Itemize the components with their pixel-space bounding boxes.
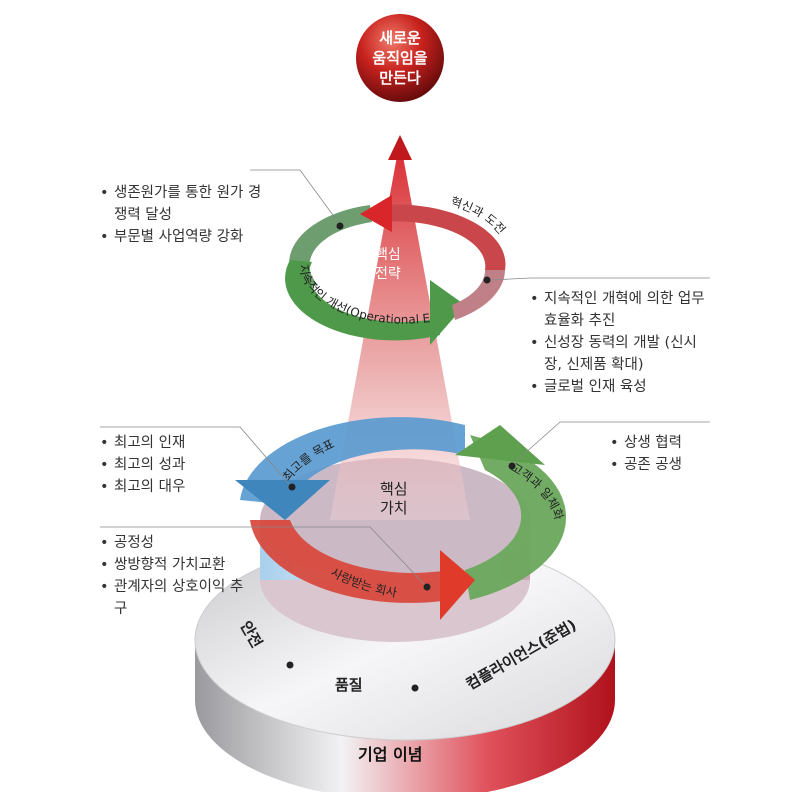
base-item-quality: 품질 [335, 676, 363, 694]
goal-sphere [356, 14, 444, 102]
note-item: 최고의 성과 [100, 454, 250, 476]
label-line: 전략 [375, 266, 401, 282]
note-item: 관계자의 상호이익 추구 [100, 576, 250, 620]
strategy-notes-left: 생존원가를 통한 원가 경쟁력 달성 부문별 사업역량 강화 [100, 182, 270, 248]
top-goal: 새로운 움직임을 만든다 [350, 28, 450, 88]
note-item: 신성장 동력의 개발 (신시장, 신제품 확대) [530, 332, 710, 376]
strategy-notes-right: 지속적인 개혁에 의한 업무효율화 추진 신성장 동력의 개발 (신시장, 신제… [530, 288, 710, 398]
label-line: 핵심 [375, 247, 401, 263]
base-label: 기업 이념 [358, 745, 422, 764]
note-item: 최고의 대우 [100, 476, 250, 498]
core-strategy-ring [285, 195, 506, 345]
note-item: 상생 협력 [610, 432, 730, 454]
values-notes-green: 상생 협력 공존 공생 [610, 432, 730, 476]
core-strategy-label: 핵심 전략 [375, 246, 401, 284]
goal-line: 만든다 [379, 69, 421, 87]
note-item: 지속적인 개혁에 의한 업무효율화 추진 [530, 288, 710, 332]
note-item: 최고의 인재 [100, 432, 250, 454]
goal-line: 움직임을 [372, 49, 428, 67]
values-notes-red: 공정성 쌍방향적 가치교환 관계자의 상호이익 추구 [100, 532, 250, 620]
core-values-label: 핵심 가치 [380, 480, 408, 518]
values-notes-blue: 최고의 인재 최고의 성과 최고의 대우 [100, 432, 250, 498]
label-line: 가치 [380, 499, 408, 517]
up-arrow-icon [388, 135, 412, 160]
label-line: 핵심 [380, 480, 408, 498]
note-item: 부문별 사업역량 강화 [100, 226, 270, 248]
core-values-ring [235, 417, 567, 620]
note-item: 공정성 [100, 532, 250, 554]
note-item: 공존 공생 [610, 454, 730, 476]
note-item: 글로벌 인재 육성 [530, 376, 710, 398]
note-item: 생존원가를 통한 원가 경쟁력 달성 [100, 182, 270, 226]
goal-line: 새로운 [379, 29, 421, 47]
note-item: 쌍방향적 가치교환 [100, 554, 250, 576]
